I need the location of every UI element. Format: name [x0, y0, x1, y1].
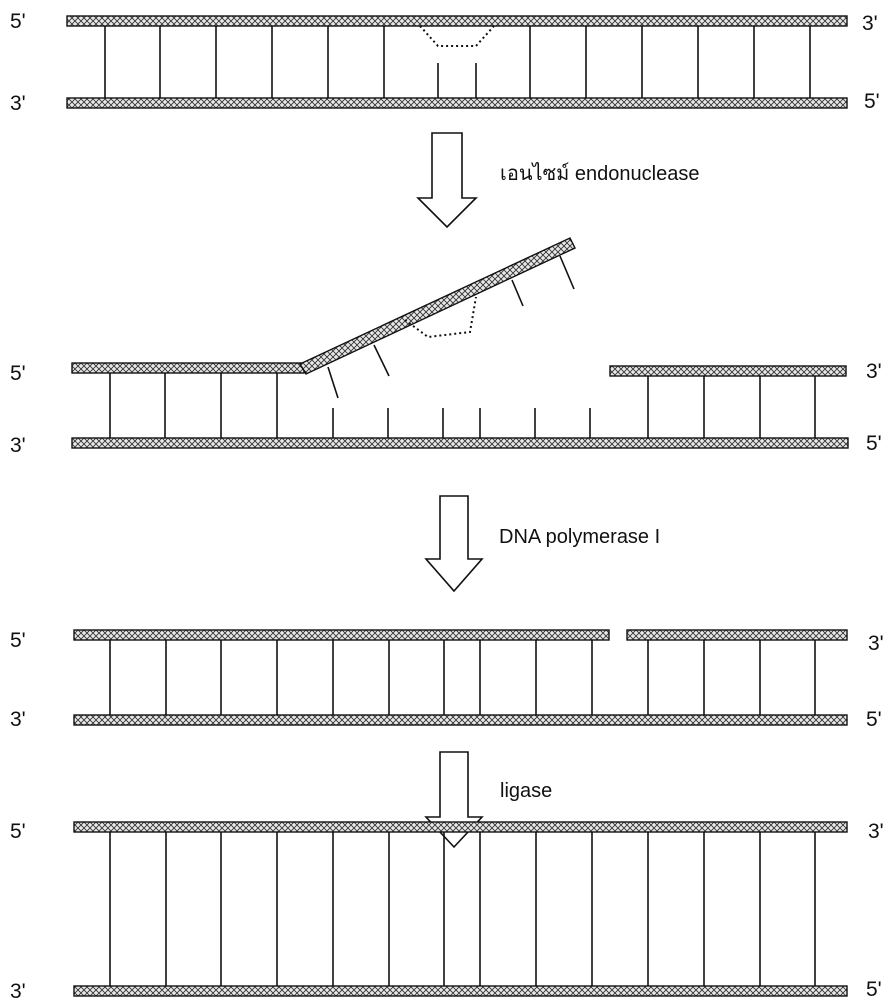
- stage3-top-strand-right: [626, 629, 848, 641]
- stage4-base-pairs: [109, 832, 816, 986]
- stage3-top-right-end-label: 3': [868, 632, 884, 655]
- stage1-bottom-left-end-label: 3': [10, 92, 26, 115]
- stage-excised: 5' 3' 3' 5': [10, 237, 882, 457]
- stage3-top-left-end-label: 5': [10, 629, 26, 652]
- stage1-thymine-dimer-lesion: [419, 25, 495, 47]
- stage1-top-strand: [66, 15, 848, 27]
- arrow-step-2-icon: [424, 495, 484, 593]
- arrow-step-1-icon: [416, 132, 478, 229]
- stage4-top-left-end-label: 5': [10, 820, 26, 843]
- stage1-base-pairs: [104, 26, 811, 98]
- stage1-bottom-strand: [66, 97, 848, 109]
- stage3-bottom-left-end-label: 3': [10, 708, 26, 731]
- stage-ligated: 5' 3' 3' 5': [10, 820, 884, 1000]
- stage2-base-pairs: [109, 373, 816, 438]
- stage4-top-right-end-label: 3': [868, 820, 884, 843]
- stage2-top-left-end-label: 5': [10, 362, 26, 385]
- stage1-top-right-end-label: 3': [862, 12, 878, 35]
- arrow-step-3-icon: [424, 751, 484, 849]
- stage1-top-left-end-label: 5': [10, 10, 26, 33]
- step-label-endonuclease: เอนไซม์ endonuclease: [500, 162, 699, 185]
- stage4-bottom-strand: [73, 985, 848, 997]
- stage2-excised-bases: [327, 255, 575, 399]
- stage2-top-strand-left: [71, 362, 305, 374]
- stage2-top-right-end-label: 3': [866, 360, 882, 383]
- stage-damaged: 5' 3' 3' 5': [10, 10, 880, 115]
- stage-filled: 5' 3' 3' 5': [10, 629, 884, 731]
- stage3-top-strand-new: [73, 629, 610, 641]
- stage4-bottom-left-end-label: 3': [10, 980, 26, 1000]
- stage2-excised-oligonucleotide: [299, 237, 576, 375]
- stage4-bottom-right-end-label: 5': [866, 978, 882, 1000]
- stage2-top-strand-right: [609, 365, 847, 377]
- step-label-polymerase: DNA polymerase I: [499, 526, 660, 548]
- stage2-unpaired-bases: [332, 408, 591, 438]
- stage3-base-pairs: [109, 640, 816, 715]
- step-label-ligase: ligase: [500, 780, 552, 802]
- stage2-bottom-strand: [71, 437, 849, 449]
- stage3-bottom-right-end-label: 5': [866, 708, 882, 731]
- stage2-bottom-right-end-label: 5': [866, 432, 882, 455]
- stage1-bottom-right-end-label: 5': [864, 90, 880, 113]
- stage4-top-strand: [73, 821, 848, 833]
- stage2-bottom-left-end-label: 3': [10, 434, 26, 457]
- stage3-bottom-strand: [73, 714, 848, 726]
